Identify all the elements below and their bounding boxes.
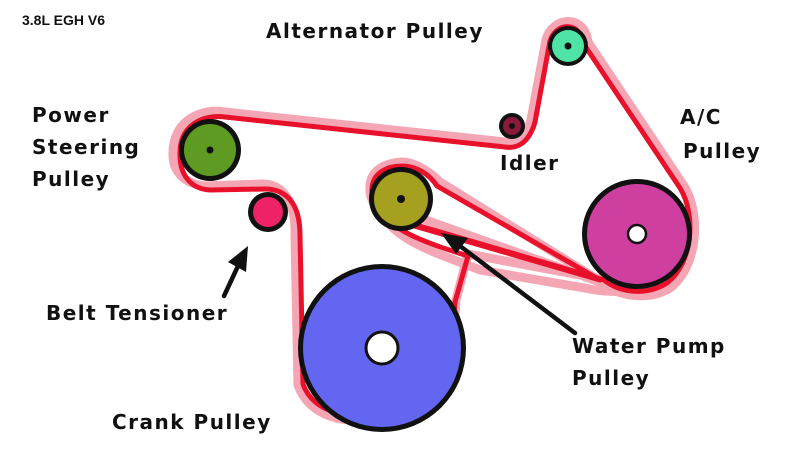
belt-tensioner-arrow-shaft	[221, 263, 241, 299]
crank-pulley-hub	[364, 330, 400, 366]
water-pump-pulley-hub	[397, 195, 405, 203]
crank-pulley-label: Crank Pulley	[112, 410, 272, 434]
belt-tensioner-pulley-face	[253, 197, 283, 227]
alternator-pulley	[548, 26, 588, 66]
ac-pulley	[582, 179, 692, 289]
belt-tensioner-arrow	[221, 246, 248, 299]
alternator-pulley-label: Alternator Pulley	[266, 19, 484, 43]
power-steering-label-line3: Pulley	[32, 167, 110, 191]
crank-pulley	[298, 264, 466, 432]
belt-tensioner-label: Belt Tensioner	[46, 301, 228, 325]
water-pump-pulley	[369, 167, 433, 231]
water-pump-arrow	[441, 233, 578, 336]
idler-label: Idler	[500, 151, 560, 175]
ac-label-line2: Pulley	[683, 139, 761, 163]
water-pump-arrow-shaft	[457, 243, 578, 336]
power-steering-pulley	[179, 119, 241, 181]
engine-label: 3.8L EGH V6	[22, 12, 105, 28]
alternator-pulley-hub	[564, 42, 572, 50]
water-pump-arrow-head	[441, 233, 468, 254]
water-pump-label-line2: Pulley	[572, 366, 650, 390]
belt-tensioner-arrow-head	[228, 246, 248, 272]
serpentine-belt-halo	[168, 17, 700, 425]
idler-pulley	[499, 113, 525, 139]
power-steering-pulley-hub	[206, 146, 214, 154]
idler-pulley-hub	[509, 123, 515, 129]
power-steering-label-line1: Power	[32, 103, 110, 127]
ac-label-line1: A/C	[680, 105, 722, 129]
belt-tensioner-pulley	[248, 192, 288, 232]
ac-pulley-hub	[626, 223, 648, 245]
power-steering-label-line2: Steering	[32, 135, 140, 159]
water-pump-label-line1: Water Pump	[572, 334, 726, 358]
